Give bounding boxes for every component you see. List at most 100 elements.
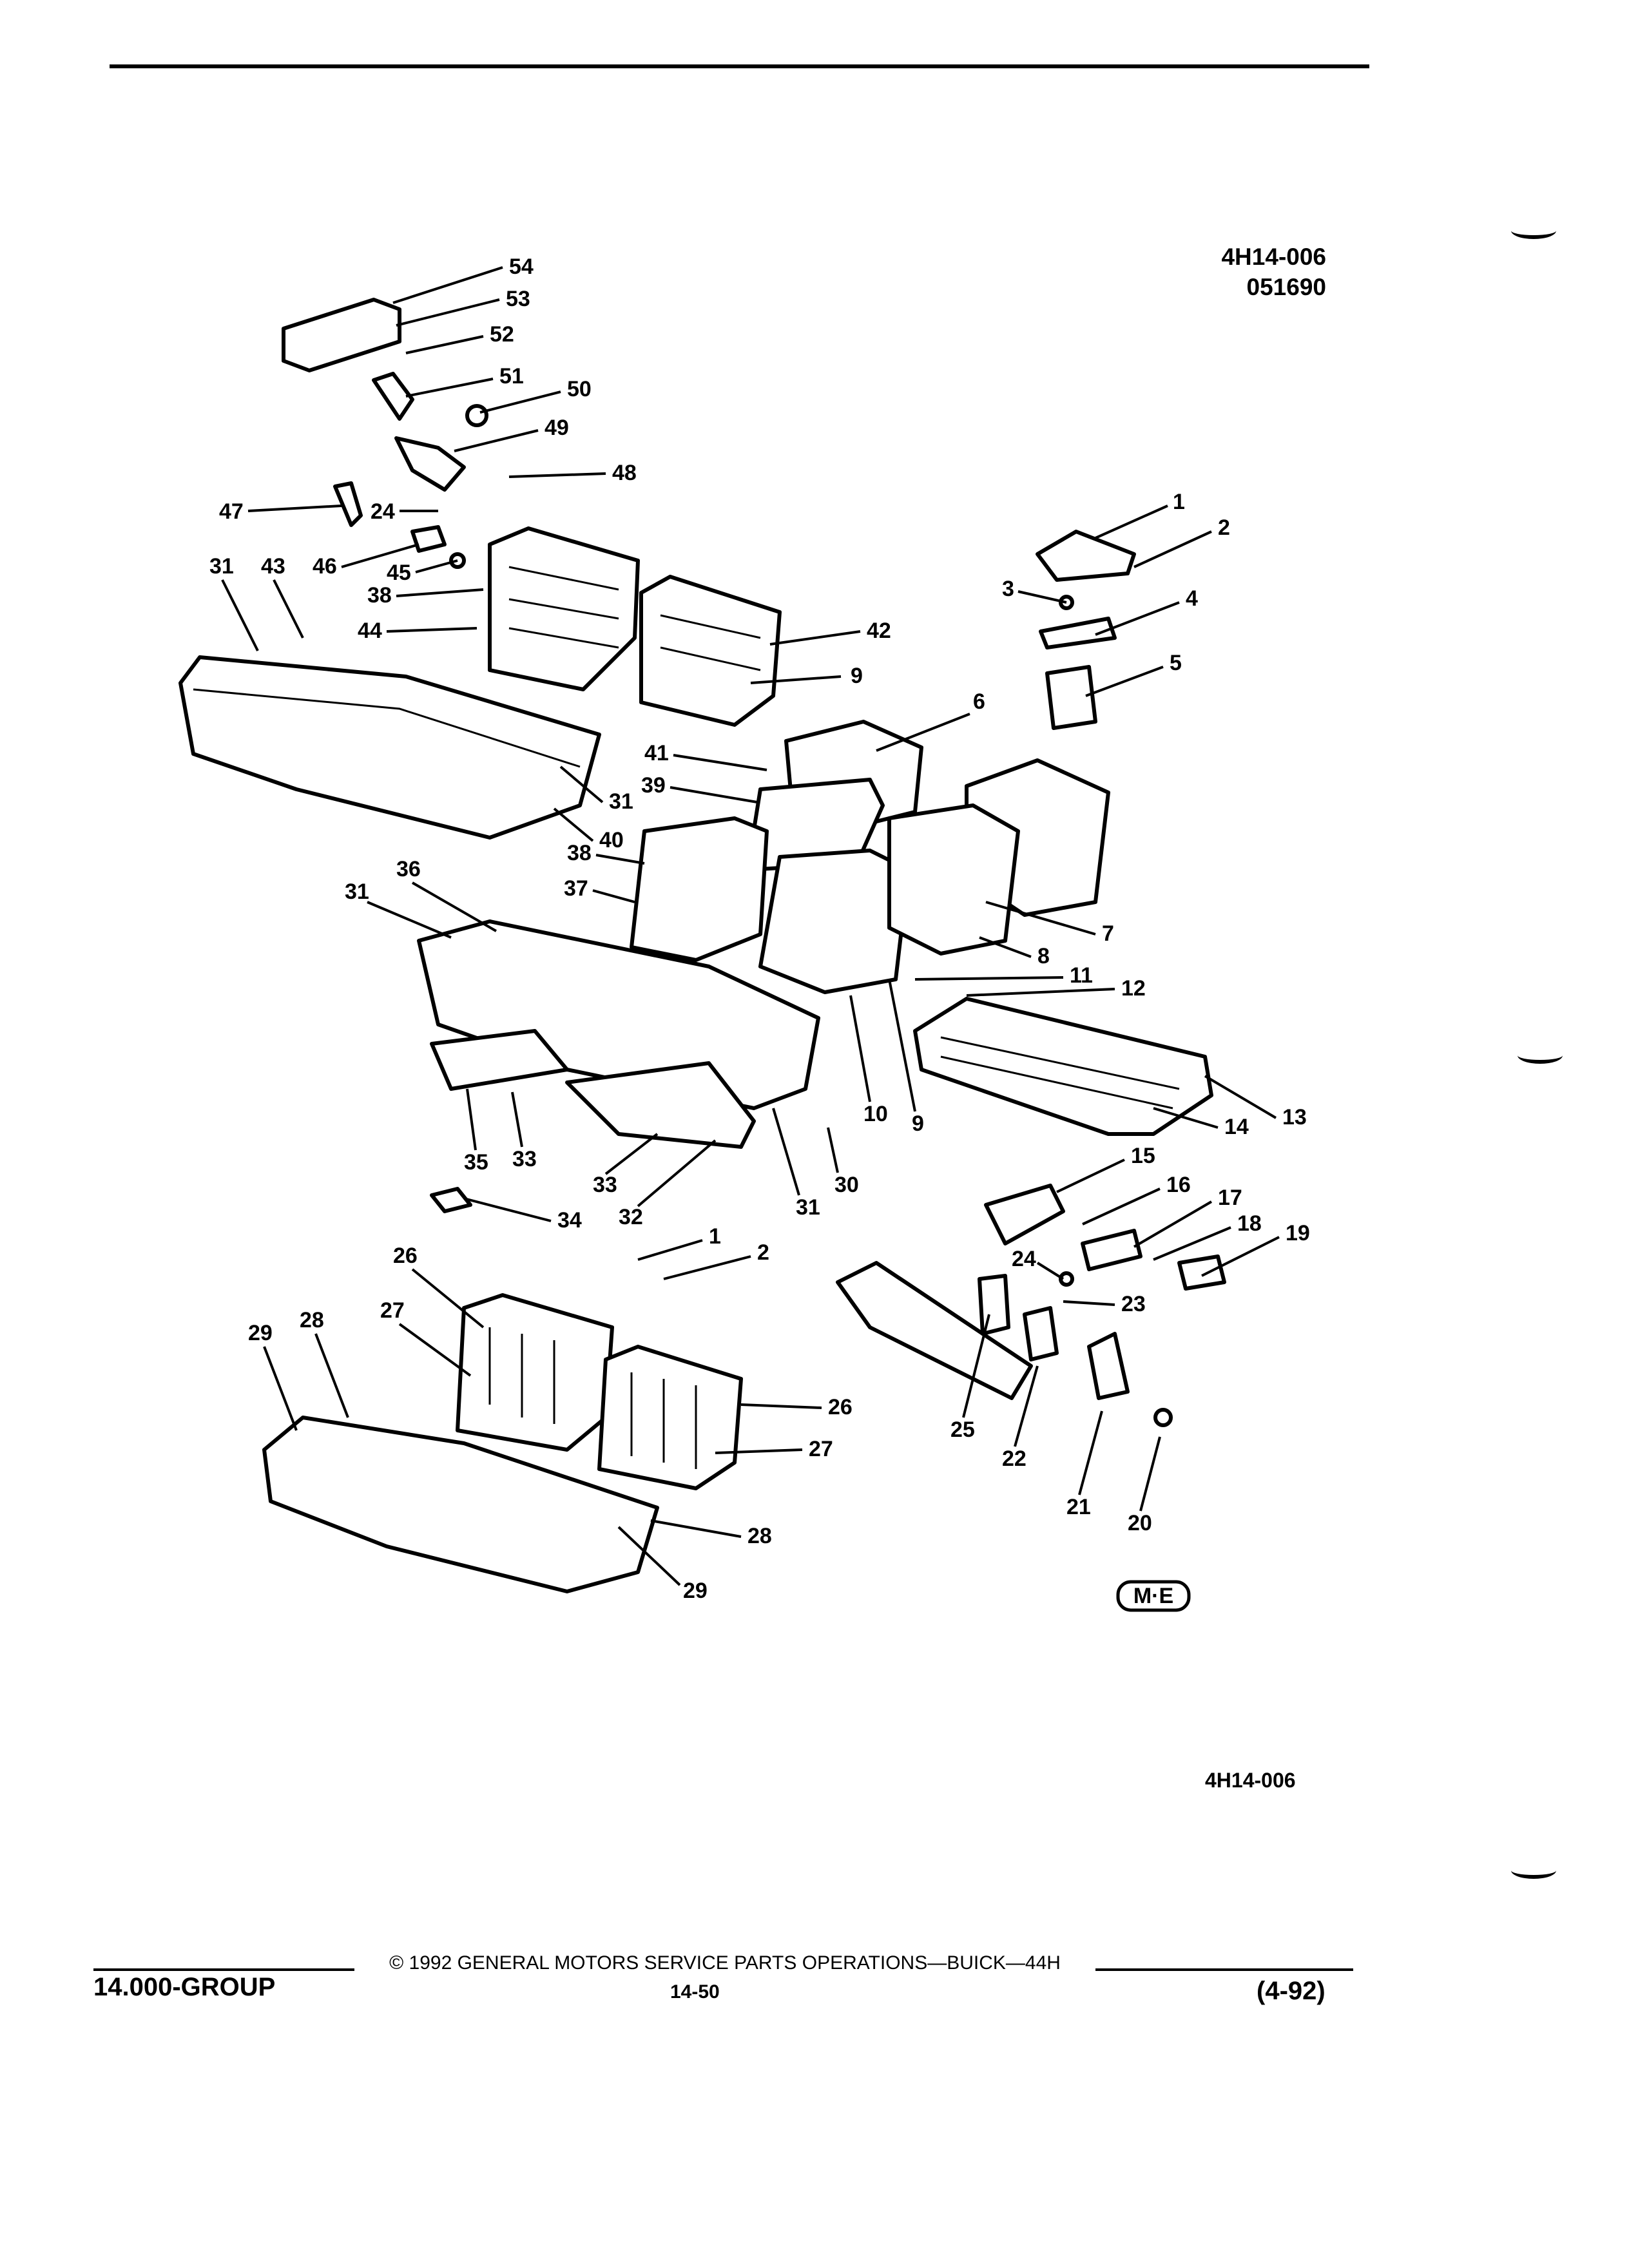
callout-label: 1 — [709, 1224, 721, 1249]
callout-leader-line — [405, 335, 484, 354]
callout-label: 7 — [1102, 921, 1114, 946]
callout-leader-line — [454, 429, 539, 452]
callout-label: 15 — [1131, 1144, 1155, 1168]
callout-label: 50 — [567, 377, 592, 401]
callout-leader-line — [1133, 530, 1212, 568]
callout-leader-line — [769, 630, 861, 646]
callout-leader-line — [592, 889, 635, 903]
callout-leader-line — [617, 1526, 681, 1586]
callout-leader-line — [914, 976, 1064, 981]
callout-leader-line — [341, 543, 419, 568]
callout-label: 31 — [609, 789, 633, 814]
me-badge-text: M·E — [1133, 1584, 1173, 1608]
console-door-parts — [836, 1184, 1226, 1427]
callout-label: 14 — [1224, 1115, 1249, 1139]
head-restraint-part — [1036, 530, 1136, 730]
callout-leader-line — [221, 579, 259, 651]
callout-label: 42 — [867, 619, 891, 643]
front-seat-cushion-part — [417, 919, 1213, 1136]
callout-leader-line — [1139, 1436, 1161, 1512]
callout-leader-line — [367, 901, 452, 939]
rear-seat-cushion-part — [178, 655, 601, 840]
callout-leader-line — [411, 1268, 485, 1329]
callout-label: 10 — [863, 1102, 888, 1126]
callout-label: 13 — [1282, 1105, 1307, 1129]
callout-leader-line — [979, 936, 1032, 958]
callout-leader-line — [849, 995, 871, 1102]
callout-label: 2 — [1218, 515, 1230, 540]
callout-label: 30 — [834, 1173, 859, 1197]
callout-leader-line — [750, 675, 842, 684]
callout-label: 45 — [387, 561, 411, 585]
callout-leader-line — [1153, 1226, 1231, 1261]
binding-mark — [1518, 1047, 1563, 1064]
callout-label: 3 — [1002, 577, 1014, 601]
callout-label: 48 — [612, 461, 637, 485]
callout-leader-line — [1056, 1158, 1125, 1193]
callout-leader-line — [392, 266, 503, 304]
callout-label: 24 — [371, 499, 395, 524]
callout-label: 34 — [557, 1208, 582, 1233]
callout-leader-line — [670, 786, 758, 803]
footer-copyright: © 1992 GENERAL MOTORS SERVICE PARTS OPER… — [389, 1952, 1061, 1974]
callout-leader-line — [405, 378, 494, 398]
callout-leader-line — [1153, 1107, 1219, 1129]
callout-label: 5 — [1170, 651, 1182, 675]
callout-label: 32 — [619, 1205, 643, 1229]
callout-label: 53 — [506, 287, 530, 311]
callout-leader-line — [559, 765, 604, 803]
callout-label: 54 — [509, 255, 534, 279]
callout-leader-line — [415, 559, 458, 573]
callout-leader-line — [1036, 1262, 1065, 1280]
binding-mark — [1511, 1862, 1556, 1879]
callout-leader-line — [1133, 1200, 1213, 1248]
callout-label: 26 — [393, 1244, 418, 1268]
illustration-code: 4H14-006 — [1221, 244, 1326, 270]
callout-label: 12 — [1121, 976, 1146, 1001]
callout-leader-line — [1095, 601, 1180, 636]
callout-label: 33 — [593, 1173, 617, 1197]
rear-bench-part — [262, 1293, 743, 1593]
callout-label: 29 — [683, 1579, 708, 1603]
callout-leader-line — [1204, 1075, 1277, 1119]
rear-seat-back-right-part — [639, 575, 782, 727]
callout-label: 35 — [464, 1150, 488, 1175]
callout-label: 31 — [796, 1195, 820, 1220]
me-badge: M·E — [1116, 1580, 1191, 1612]
callout-leader-line — [386, 627, 477, 633]
binding-mark — [1511, 222, 1556, 239]
callout-label: 43 — [261, 554, 285, 579]
callout-label: 27 — [380, 1298, 405, 1323]
callout-leader-line — [715, 1448, 803, 1454]
callout-label: 40 — [599, 828, 624, 852]
callout-leader-line — [398, 1323, 472, 1377]
rear-seat-back-left-part — [488, 526, 640, 691]
callout-leader-line — [772, 1108, 800, 1196]
callout-leader-line — [650, 1519, 742, 1538]
callout-leader-line — [962, 1314, 990, 1418]
callout-leader-line — [673, 754, 767, 771]
reference-code: 4H14-006 — [1205, 1769, 1296, 1792]
callout-label: 2 — [757, 1240, 769, 1265]
armrest-cover-part — [282, 298, 401, 372]
armrest-bracket-part — [333, 372, 488, 569]
callout-leader-line — [888, 979, 916, 1112]
footer-rule-right — [1095, 1968, 1353, 1971]
callout-label: 8 — [1037, 944, 1050, 968]
callout-leader-line — [1095, 505, 1168, 539]
callout-leader-line — [827, 1127, 839, 1173]
callout-label: 11 — [1070, 963, 1093, 988]
callout-leader-line — [966, 988, 1115, 997]
callout-leader-line — [412, 881, 497, 932]
callout-leader-line — [637, 1139, 717, 1207]
callout-label: 6 — [973, 689, 985, 714]
callout-label: 51 — [499, 364, 524, 389]
callout-leader-line — [1082, 1187, 1161, 1225]
callout-label: 9 — [851, 664, 863, 688]
callout-label: 31 — [209, 554, 234, 579]
footer-group: 14.000-GROUP — [93, 1973, 276, 2001]
callout-leader-line — [396, 298, 500, 327]
callout-label: 22 — [1002, 1446, 1027, 1471]
